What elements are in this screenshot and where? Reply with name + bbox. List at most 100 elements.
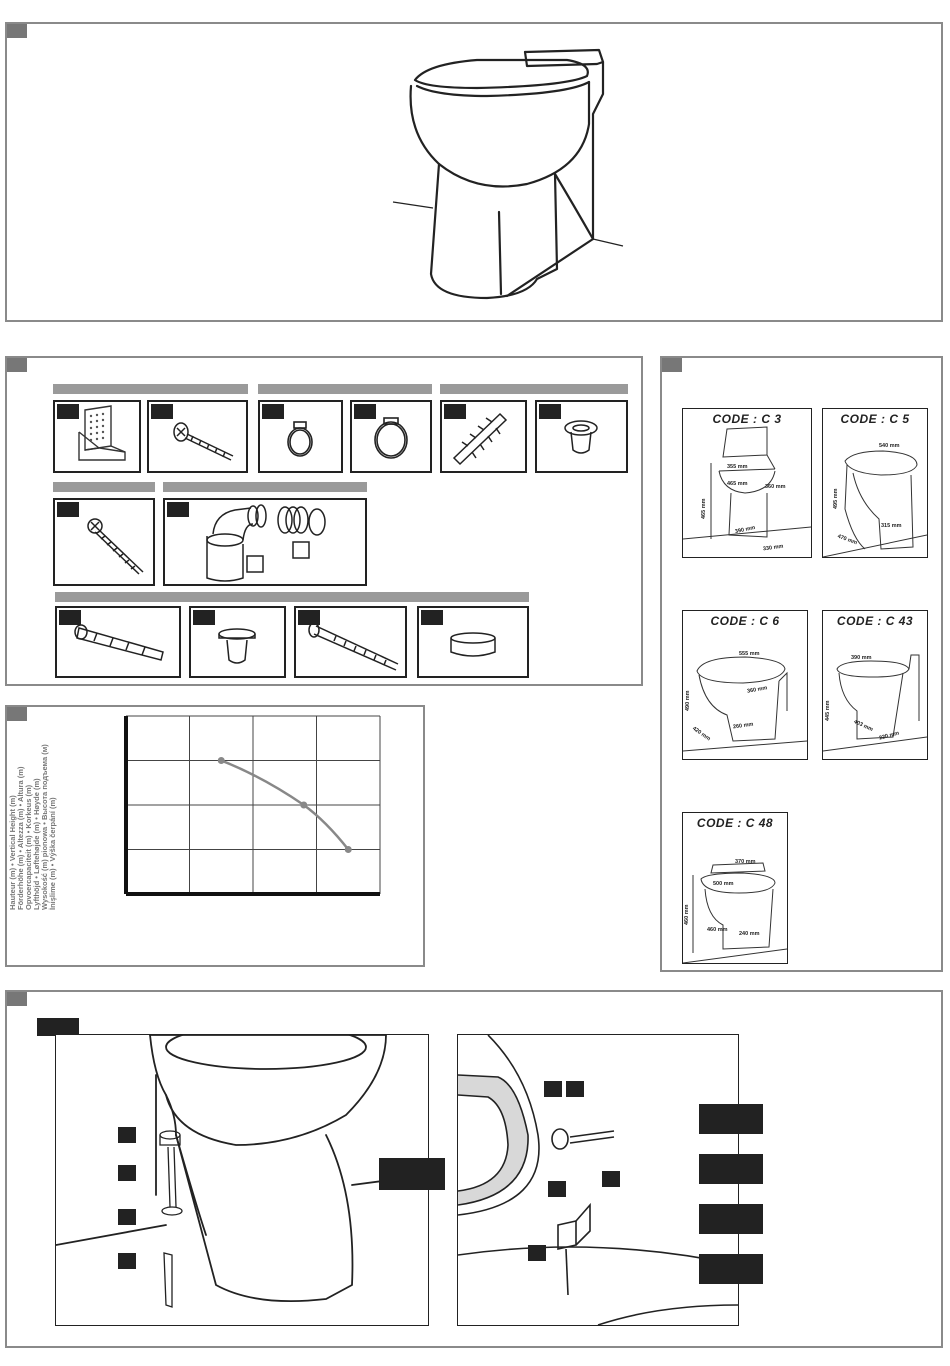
bracket-fixing-illustration [458, 1035, 738, 1325]
dim-label: 370 mm [735, 859, 756, 865]
callout-marker [118, 1209, 136, 1225]
part-number-marker [59, 610, 81, 625]
part-elbow-kit [163, 498, 367, 586]
callout-marker [548, 1181, 566, 1197]
product-code: CODE : C 5 [840, 412, 910, 426]
seal-ring-icon [450, 632, 496, 657]
dim-label: 355 mm [727, 464, 748, 470]
group-bar [55, 592, 529, 602]
part-wall-plug [440, 400, 527, 473]
cap-icon [564, 420, 598, 454]
dim-label: 500 mm [713, 881, 734, 887]
dim-label: 540 mm [879, 443, 900, 449]
part-number-marker [421, 610, 443, 625]
grommet-icon [218, 628, 256, 664]
dim-label: 360 mm [765, 484, 786, 490]
screw-icon [173, 422, 234, 461]
part-seal-ring [417, 606, 529, 678]
install-view-left [55, 1034, 429, 1326]
step-label-box [699, 1204, 763, 1234]
panel-dimensions: CODE : C 3 355 mm 465 mm 360 mm 465 mm 3… [660, 356, 943, 972]
toilet-c3-drawing [683, 426, 811, 540]
group-bar [53, 384, 248, 394]
toilet-c48-drawing [683, 862, 787, 963]
part-screw-long [53, 498, 155, 586]
toilet-c43-drawing [823, 654, 927, 752]
bolt-icon [308, 622, 399, 671]
part-number-marker [539, 404, 561, 419]
panel-number-marker [7, 24, 27, 38]
dim-label: 445 mm [825, 700, 831, 722]
toilet-c6-drawing [683, 656, 807, 752]
panel-number-marker [7, 992, 27, 1006]
panel-installation [5, 990, 943, 1348]
product-card-c3: CODE : C 3 355 mm 465 mm 360 mm 465 mm 3… [682, 408, 812, 558]
step-label-box [379, 1158, 445, 1190]
wall-plug-icon [74, 624, 164, 661]
callout-marker [566, 1081, 584, 1097]
part-grommet [189, 606, 286, 678]
part-number-marker [193, 610, 215, 625]
toilet-fixing-illustration [56, 1035, 428, 1308]
part-number-marker [167, 502, 189, 517]
callout-marker [528, 1245, 546, 1261]
product-card-c43: CODE : C 43 390 mm 445 mm 403 mm 220 mm [822, 610, 928, 760]
data-point [344, 846, 352, 853]
step-label-box [699, 1254, 763, 1284]
callout-marker [544, 1081, 562, 1097]
dim-label: 495 mm [833, 488, 839, 510]
callout-marker [118, 1253, 136, 1269]
part-number-marker [262, 404, 284, 419]
part-cap [535, 400, 628, 473]
step-label-box [699, 1154, 763, 1184]
panel-parts [5, 356, 643, 686]
part-number-marker [298, 610, 320, 625]
data-point [300, 801, 308, 809]
dim-label: 390 mm [851, 655, 872, 661]
hose-clamp-icon [374, 417, 408, 459]
callout-marker [118, 1165, 136, 1181]
part-clamp-large [350, 400, 432, 473]
panel-number-marker [7, 358, 27, 372]
step-tab [37, 1018, 79, 1036]
product-code: CODE : C 43 [836, 614, 914, 628]
y-axis-label: İnişlime (m) • Výška čerpání (m) [48, 797, 57, 910]
group-bar [440, 384, 628, 394]
part-number-marker [354, 404, 376, 419]
part-number-marker [57, 502, 79, 517]
dim-label: 315 mm [881, 523, 902, 529]
panel-number-marker [662, 358, 682, 372]
product-card-c48: CODE : C 48 370 mm 500 mm 460 mm 460 mm … [682, 812, 788, 964]
dim-label: 240 mm [739, 931, 760, 937]
part-bolt-long [294, 606, 407, 678]
callout-marker [118, 1127, 136, 1143]
wall-plug-icon [452, 412, 508, 466]
panel-chart [5, 705, 425, 967]
product-card-c6: CODE : C 6 555 mm 360 mm 490 mm 260 mm 4… [682, 610, 808, 760]
dim-label: 555 mm [739, 651, 760, 657]
callout-marker [602, 1171, 620, 1187]
part-clamp-small [258, 400, 343, 473]
product-code: CODE : C 48 [696, 816, 774, 830]
data-point [217, 757, 225, 764]
panel-overview [5, 22, 943, 322]
part-bracket [53, 400, 141, 473]
hose-clamp-icon [287, 421, 313, 457]
dim-label: 460 mm [684, 904, 690, 926]
toilet-c5-drawing [823, 450, 927, 557]
step-label-box [699, 1104, 763, 1134]
elbow-pipe-icon [206, 504, 326, 582]
group-bar [163, 482, 367, 492]
part-number-marker [57, 404, 79, 419]
dim-label: 465 mm [701, 498, 707, 520]
toilet-overview-illustration [392, 48, 624, 300]
part-number-marker [444, 404, 466, 419]
screw-icon [87, 518, 144, 575]
bracket-icon [78, 405, 126, 461]
product-card-c5: CODE : C 5 540 mm 495 mm 315 mm 470 mm [822, 408, 928, 558]
install-view-right [457, 1034, 739, 1326]
part-number-marker [151, 404, 173, 419]
product-code: CODE : C 6 [710, 614, 780, 628]
part-screw-short [147, 400, 248, 473]
product-code: CODE : C 3 [712, 412, 782, 426]
